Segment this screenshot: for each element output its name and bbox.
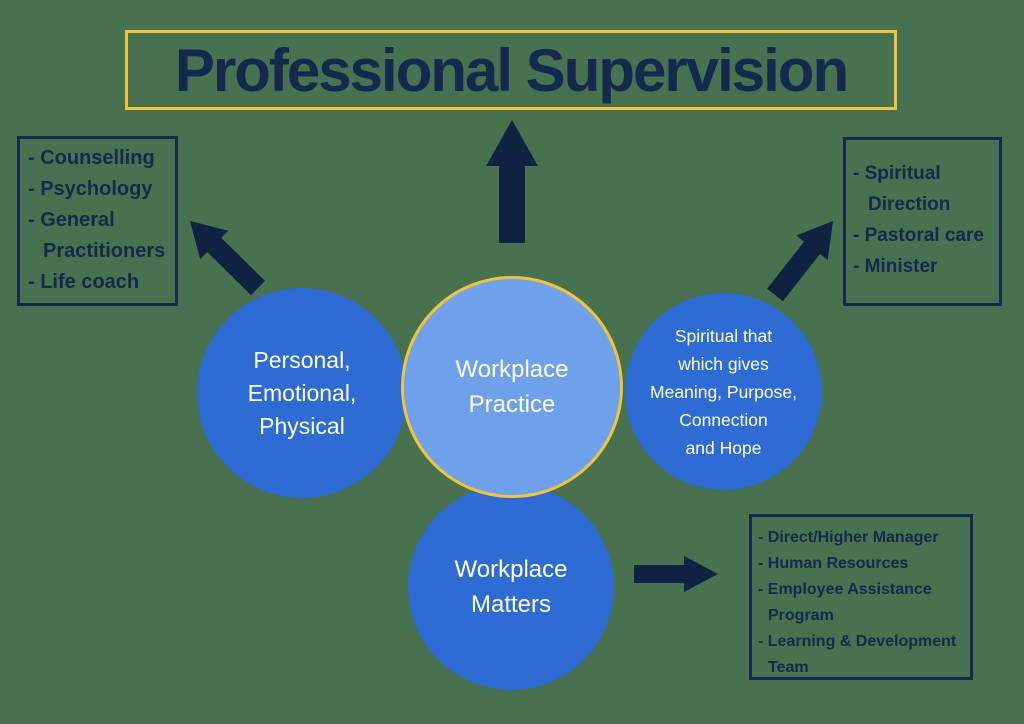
list-line: Practitioners [43,240,166,262]
list-line: - Spiritual [853,163,941,184]
list-line: - Learning & Development [758,633,957,650]
list-line: - Life coach [28,271,140,293]
circle-workplace-practice-label: Workplace Practice [455,356,569,418]
circle-personal-emotional-physical: Personal, Emotional, Physical [197,288,407,498]
list-line: - Counselling [28,147,155,169]
circle-spiritual-label: Spiritual that which gives Meaning, Purp… [650,325,797,458]
box-workplace-supports: - Direct/Higher Manager - Human Resources… [749,514,973,680]
list-line: - Pastoral care [853,225,984,246]
list-line: Direction [868,194,951,215]
list-line: - Psychology [28,178,153,200]
circle-workplace-matters-label: Workplace Matters [454,556,568,618]
right-arrow-icon [634,556,718,592]
list-line: - Employee Assistance [758,581,932,598]
list-line: - Minister [853,256,938,277]
circle-personal-label: Personal, Emotional, Physical [247,346,357,439]
page-title: Professional Supervision [174,36,849,104]
up-left-arrow-icon [190,221,265,296]
list-line: Program [768,607,834,624]
circle-spiritual: Spiritual that which gives Meaning, Purp… [625,293,822,490]
list-line: - Human Resources [758,555,909,572]
list-line: - Direct/Higher Manager [758,529,939,546]
list-line: - General [28,209,115,231]
list-line: Team [768,659,809,676]
circle-workplace-practice: Workplace Practice [401,276,623,498]
title-box: Professional Supervision [125,30,897,110]
up-arrow-icon [486,120,538,243]
circle-workplace-matters: Workplace Matters [408,484,614,690]
up-right-arrow-icon [767,221,833,302]
